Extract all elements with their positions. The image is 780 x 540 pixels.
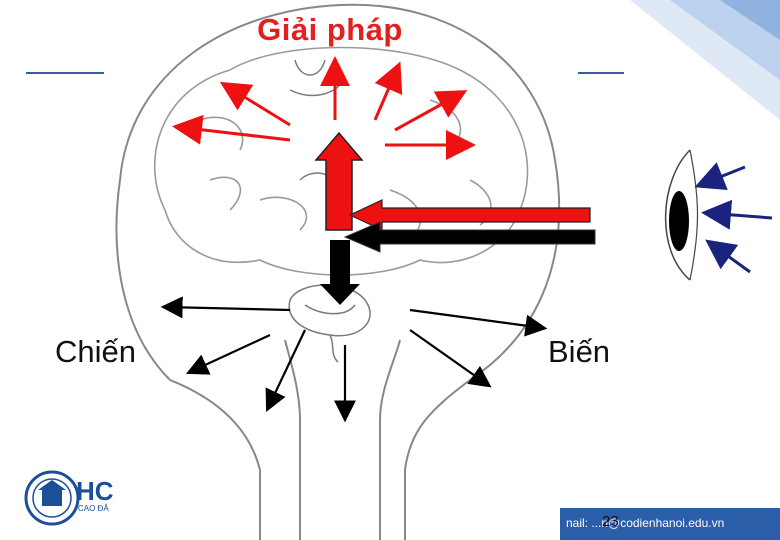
title-rule-left: [26, 72, 104, 74]
black-spread-arrows: [160, 296, 548, 423]
page-number: 23: [602, 513, 619, 530]
central-up-arrow: [314, 131, 364, 231]
slide-title: Giải pháp: [257, 12, 403, 47]
school-logo-icon: [24, 470, 80, 526]
footer-band: [560, 508, 780, 540]
red-horizontal-arrow: [348, 199, 591, 231]
label-chien: Chiến: [55, 334, 136, 369]
logo-text: HC: [76, 476, 114, 506]
central-down-arrow: [320, 240, 360, 305]
black-horizontal-arrow: [343, 221, 596, 253]
footer-email: nail: ...n@codienhanoi.edu.vn: [566, 516, 725, 530]
corner-decoration: [630, 0, 780, 120]
label-bien: Biến: [548, 334, 611, 369]
red-spread-arrows: [172, 56, 476, 160]
logo-subtext: CAO ĐẲ: [78, 504, 109, 513]
eye-icon: [664, 149, 699, 281]
incoming-light-arrows: [694, 162, 773, 274]
title-rule-right: [578, 72, 624, 74]
